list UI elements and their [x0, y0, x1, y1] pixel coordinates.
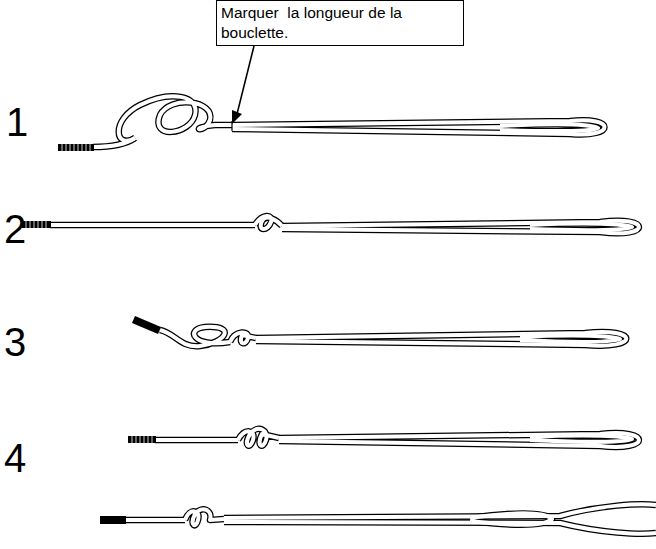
callout-text: Marquer la longueur de la bouclette. [221, 3, 459, 43]
callout-box: Marquer la longueur de la bouclette. [216, 0, 464, 46]
step-number: 4 [4, 436, 26, 480]
step-number: 3 [4, 320, 26, 364]
step-number: 2 [4, 207, 26, 251]
step-number: 1 [6, 100, 28, 144]
